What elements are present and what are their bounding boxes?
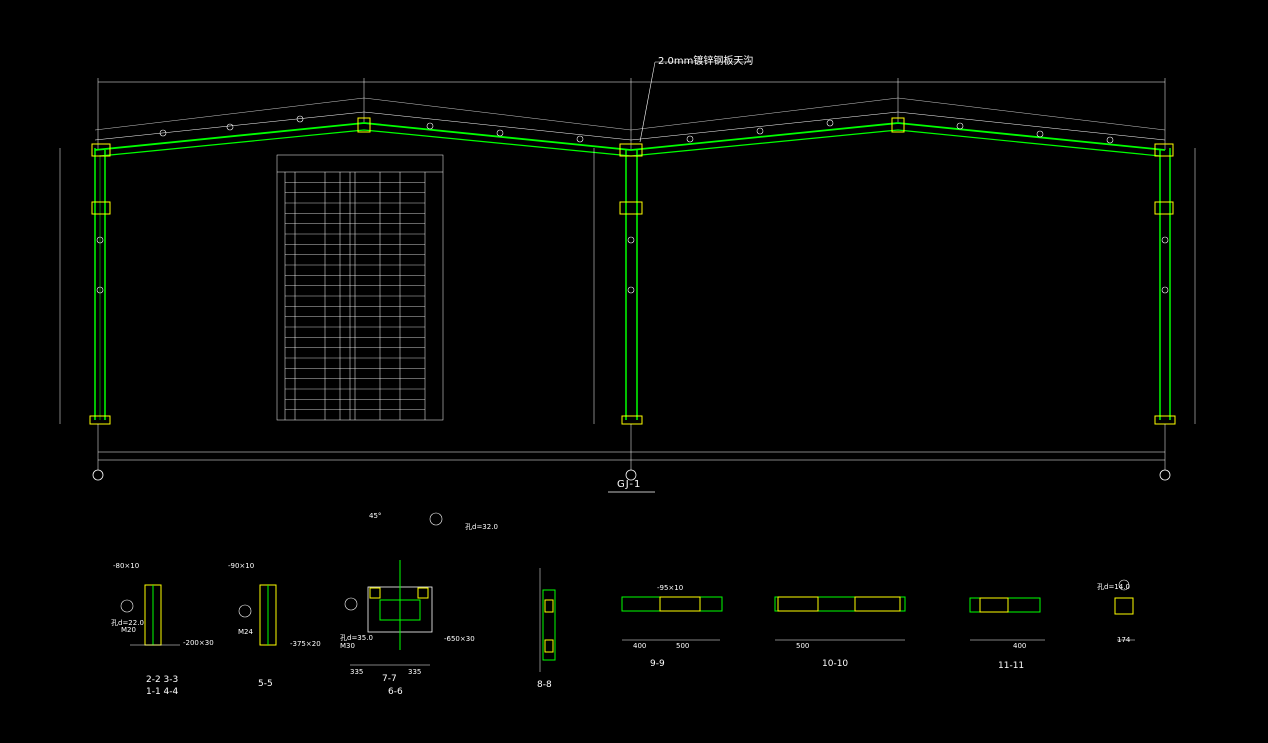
left-column [94, 148, 106, 420]
dim-174: 174 [1117, 636, 1131, 644]
section-label-1: 2-2 3-3 [146, 675, 179, 685]
section-label-6: 10-10 [822, 659, 849, 669]
dim-45deg: 45° [369, 512, 382, 520]
material-table [276, 154, 444, 421]
section-label-4: 8-8 [537, 680, 552, 690]
bolt-m30: M30 [340, 642, 355, 650]
section-label-2: 5-5 [258, 679, 273, 689]
dim-400-a: 400 [633, 642, 647, 650]
plate-80x10: -80×10 [113, 562, 140, 570]
roof-gutter-note: 2.0mm镀锌钢板天沟 [658, 56, 754, 67]
dim-400-b: 400 [1013, 642, 1027, 650]
plate-375x20: -375×20 [290, 640, 321, 648]
section-details [120, 512, 1135, 672]
frame-title: GJ-1 [617, 479, 642, 490]
dim-335-a: 335 [350, 668, 364, 676]
hole-35: 孔d=35.0 [340, 634, 373, 642]
section-detail-5 [621, 596, 723, 641]
section-label-7: 11-11 [998, 661, 1025, 671]
plate-95x10: -95×10 [657, 584, 684, 592]
section-detail-6 [774, 596, 906, 641]
middle-column [625, 150, 638, 420]
bolt-m24: M24 [238, 628, 253, 636]
plate-200x30: -200×30 [183, 639, 214, 647]
section-label-1b: 1-1 4-4 [146, 687, 179, 697]
section-label-5: 9-9 [650, 659, 665, 669]
dim-335-b: 335 [408, 668, 422, 676]
bolt-m20: M20 [121, 626, 136, 634]
material-table-rows [285, 182, 425, 410]
section-detail-8 [1114, 579, 1135, 641]
section-detail-2 [238, 584, 277, 646]
section-label-3: 7-7 [382, 674, 397, 684]
plate-650x30: -650×30 [444, 635, 475, 643]
dim-500-a: 500 [676, 642, 690, 650]
dim-500-b: 500 [796, 642, 810, 650]
plate-90x10: -90×10 [228, 562, 255, 570]
hole-22: 孔d=22.0 [111, 619, 144, 627]
right-column [1159, 148, 1171, 420]
hole-32: 孔d=32.0 [465, 523, 498, 531]
section-detail-1 [120, 584, 180, 646]
portal-frame-elevation [59, 61, 1196, 493]
section-detail-4 [539, 568, 556, 672]
section-label-3b: 6-6 [388, 687, 403, 697]
hole-14: 孔d=14.0 [1097, 583, 1130, 591]
section-detail-3 [344, 512, 443, 666]
section-detail-7 [969, 597, 1045, 641]
